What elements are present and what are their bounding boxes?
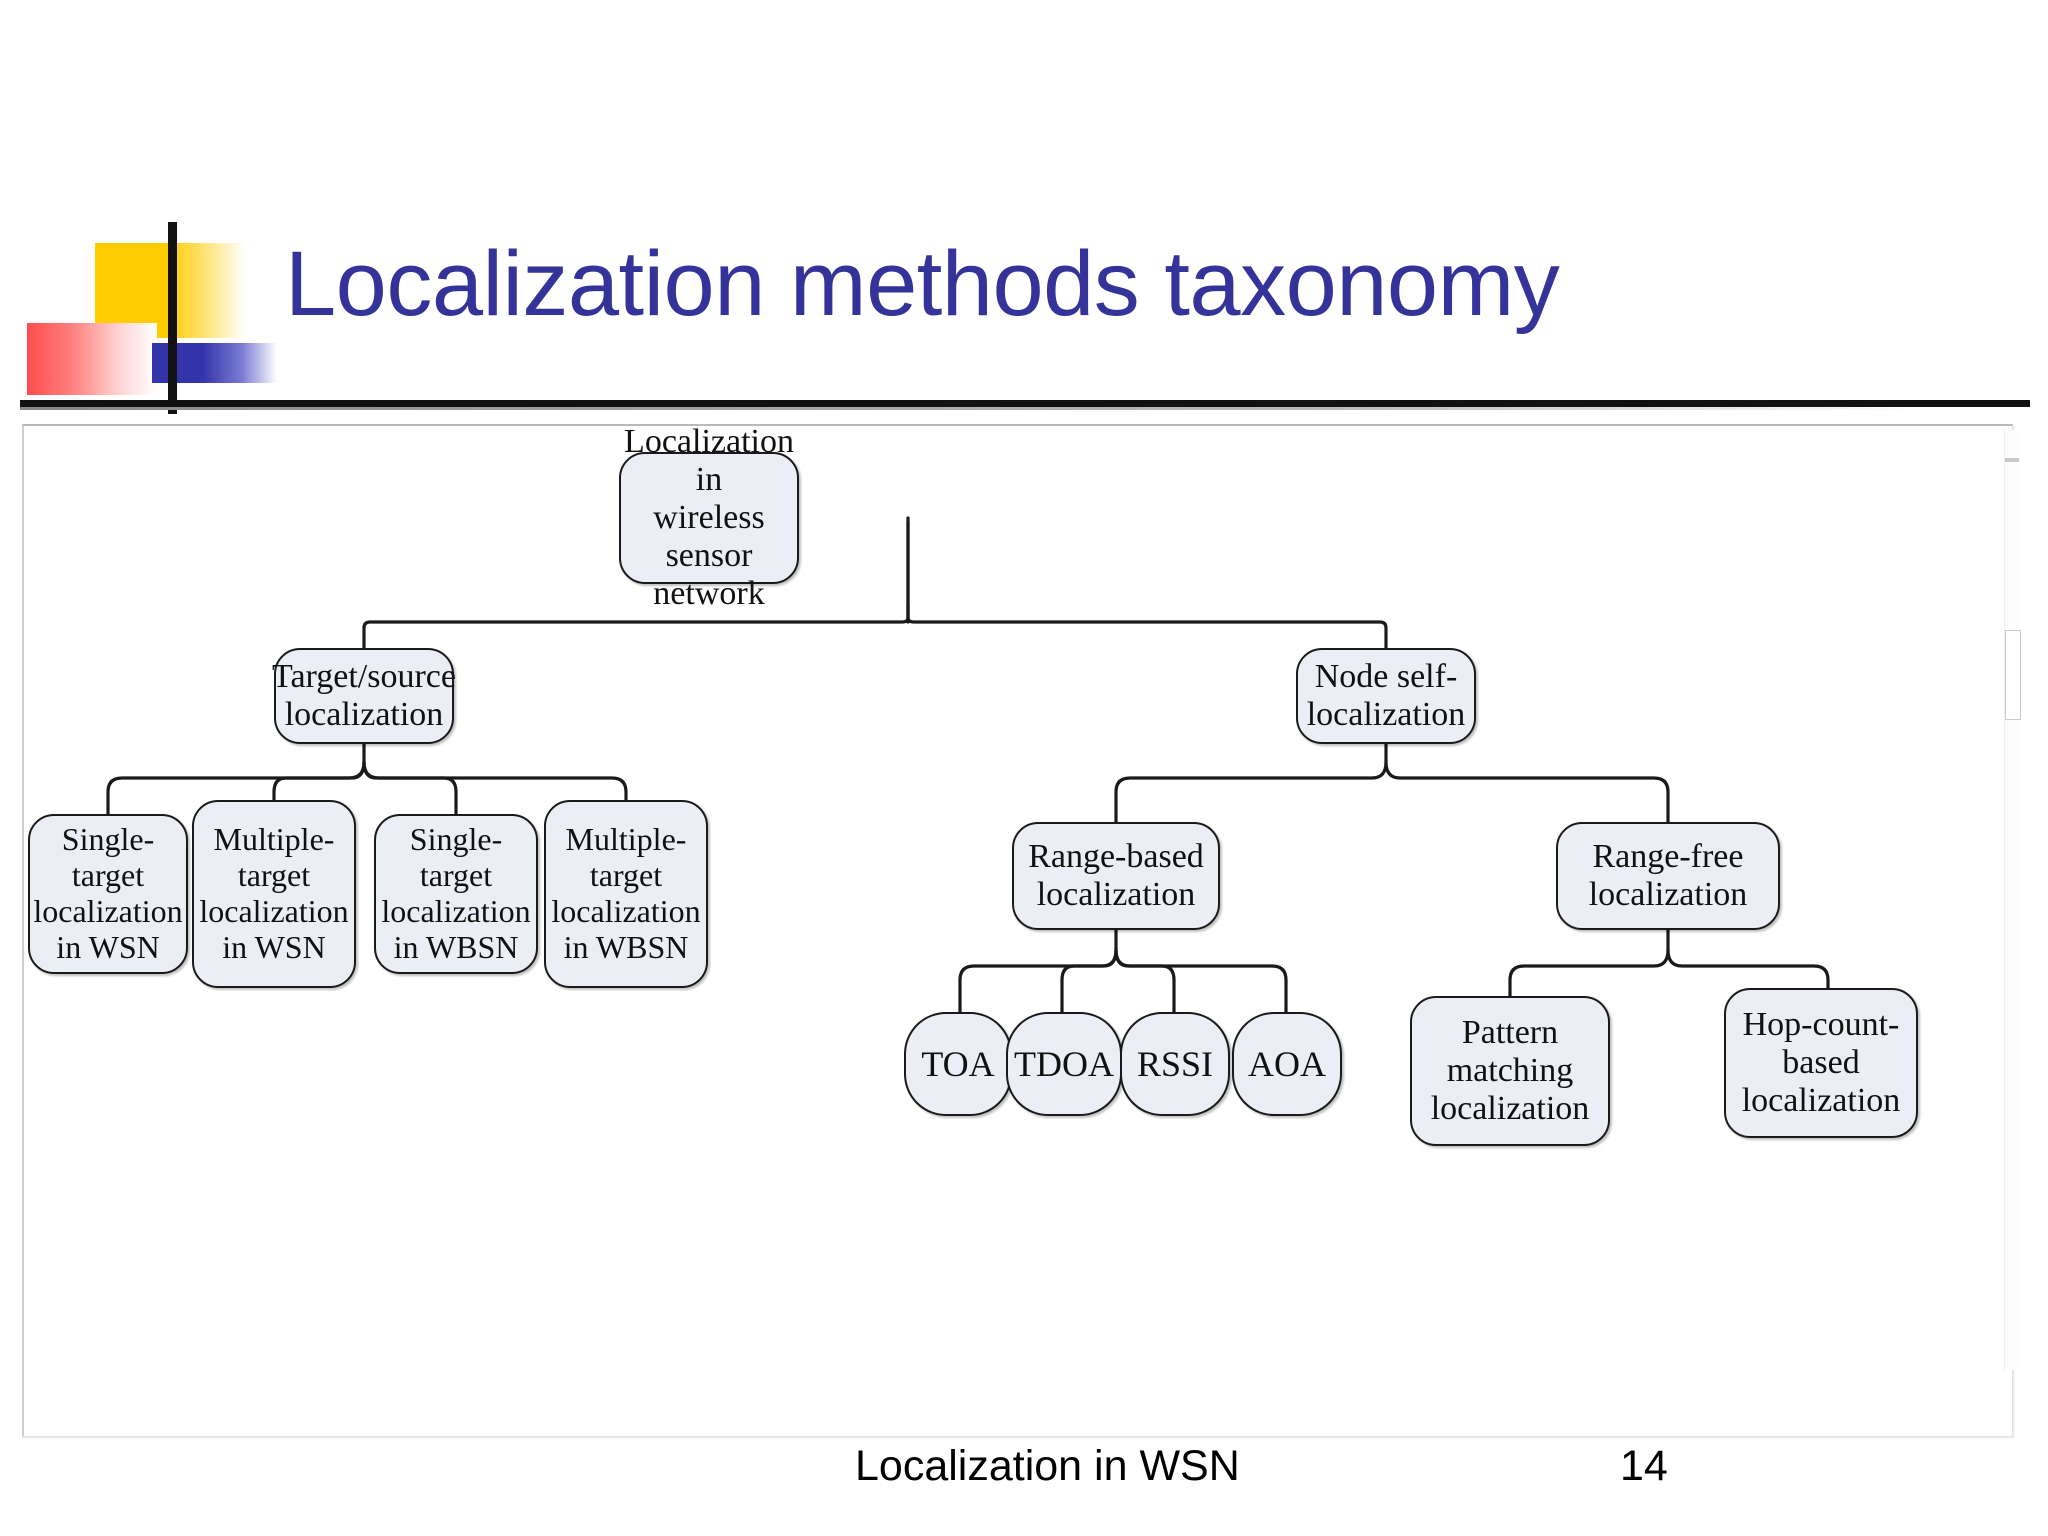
node-multiple-target-localization-wsn[interactable]: Multiple- target localization in WSN [192, 800, 356, 988]
logo-red-square [27, 323, 157, 395]
node-target-source-localization[interactable]: Target/source localization [272, 648, 456, 744]
node-aoa[interactable]: AOA [1232, 1012, 1342, 1116]
node-single-target-localization-wsn[interactable]: Single-target localization in WSN [28, 814, 188, 974]
slide-header: Localization methods taxonomy [0, 0, 2048, 430]
diagram-edges [106, 516, 1830, 1014]
logo-horizontal-rule-fade [20, 407, 1920, 410]
localization-taxonomy-diagram: Localization in wireless sensor network … [24, 423, 2012, 1436]
node-range-free-localization[interactable]: Range-free localization [1556, 822, 1780, 930]
scrollbar-tick [2005, 458, 2019, 462]
logo-horizontal-rule [20, 400, 2030, 407]
vertical-scrollbar[interactable] [2004, 430, 2021, 1370]
node-single-target-localization-wbsn[interactable]: Single-target localization in WBSN [374, 814, 538, 974]
diagram-frame: Localization in wireless sensor network … [22, 423, 2013, 1437]
logo-vertical-rule [168, 222, 177, 414]
node-pattern-matching-localization[interactable]: Pattern matching localization [1410, 996, 1610, 1146]
slide-footer: Localization in WSN 14 [0, 1442, 2048, 1512]
node-hop-count-based-localization[interactable]: Hop-count- based localization [1724, 988, 1918, 1138]
node-range-based-localization[interactable]: Range-based localization [1012, 822, 1220, 930]
node-toa[interactable]: TOA [904, 1012, 1012, 1116]
scrollbar-thumb[interactable] [2005, 630, 2021, 720]
page-title: Localization methods taxonomy [285, 233, 1560, 335]
node-node-self-localization[interactable]: Node self- localization [1296, 648, 1476, 744]
footer-title: Localization in WSN [855, 1442, 1240, 1490]
node-multiple-target-localization-wbsn[interactable]: Multiple- target localization in WBSN [544, 800, 708, 988]
node-tdoa[interactable]: TDOA [1006, 1012, 1122, 1116]
slide-page-number: 14 [1620, 1442, 1668, 1490]
node-rssi[interactable]: RSSI [1120, 1012, 1230, 1116]
node-root[interactable]: Localization in wireless sensor network [619, 423, 799, 612]
